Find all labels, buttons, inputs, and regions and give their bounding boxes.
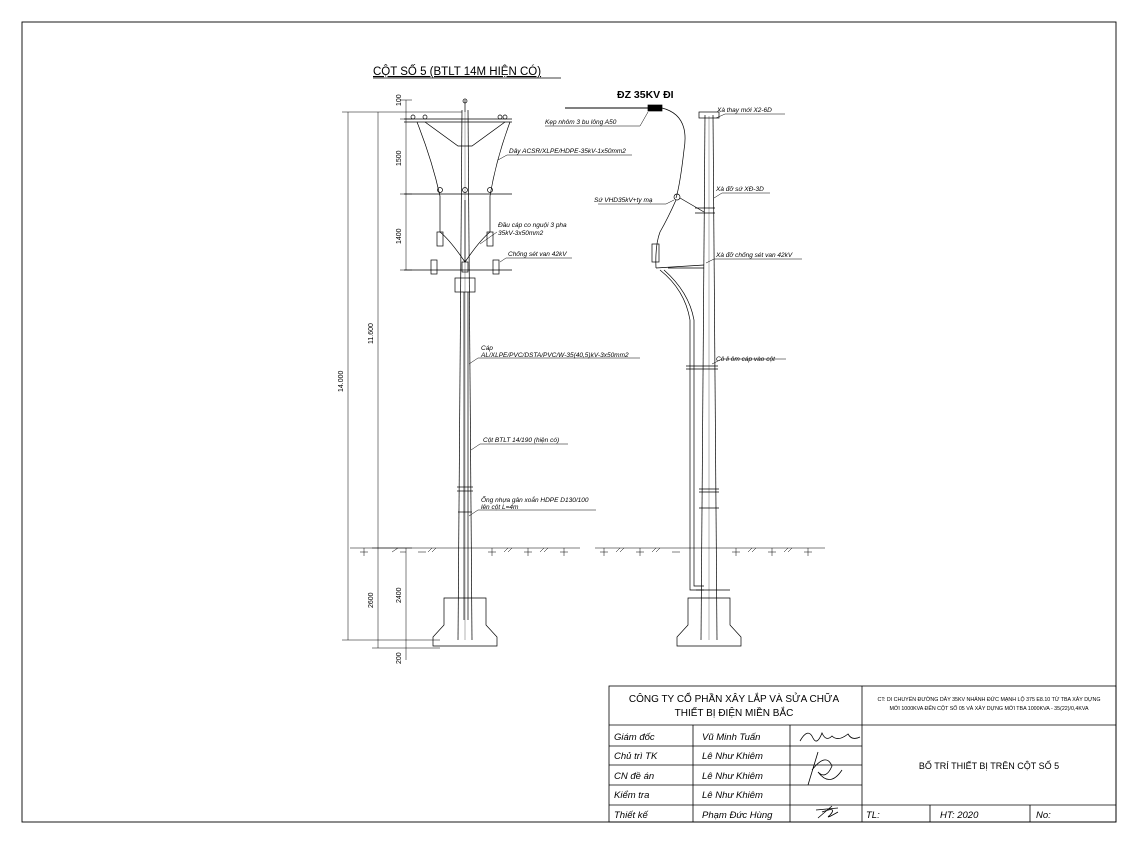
scale-label: TL:: [866, 810, 880, 821]
title-block: [608, 685, 1117, 823]
number-label: No:: [1036, 810, 1051, 821]
sheet-border: [21, 21, 1117, 823]
left-pole: [404, 98, 512, 647]
name-lead-designer: Lê Như Khiêm: [702, 751, 763, 762]
label-cable-clamp: Cô li ôm cáp vào cột: [716, 356, 776, 363]
role-designer: Thiết kế: [614, 810, 649, 821]
company-name-1: CÔNG TY CỔ PHẦN XÂY LẮP VÀ SỬA CHỮA: [629, 692, 840, 705]
label-clamp: Kẹp nhôm 3 bu lông A50: [545, 119, 617, 126]
role-director: Giám đốc: [614, 732, 655, 743]
role-project-manager: CN đề án: [614, 771, 654, 782]
line-label: ĐZ 35KV ĐI: [617, 89, 674, 101]
dead-end-clamp-icon: [647, 104, 663, 112]
left-leaders: [468, 154, 640, 517]
year-label: HT: 2020: [940, 810, 979, 821]
label-new-crossarm: Xà thay mới X2-6D: [716, 107, 772, 114]
name-designer: Phạm Đức Hùng: [702, 810, 773, 821]
dimension-lines: [342, 99, 462, 660]
label-arrester: Chống sét van 42kV: [508, 250, 567, 258]
ground-hatch: [360, 547, 812, 556]
dim-100: 100: [396, 94, 403, 106]
label-insulator-arm: Xà đỡ sứ XĐ-3D: [715, 186, 764, 193]
project-name-2: MỚI 1000KVA ĐẾN CỘT SỐ 05 VÀ XÂY DỰNG MỚ…: [889, 705, 1089, 712]
label-cable-head-1: Đầu cáp co nguội 3 pha: [498, 220, 567, 229]
right-pole: [565, 104, 742, 647]
label-conductor: Dây ACSR/XLPE/HDPE-35kV-1x50mm2: [509, 148, 626, 155]
right-leaders: [545, 111, 802, 365]
name-checker: Lê Như Khiêm: [702, 790, 763, 801]
label-cable-2: AL/XLPE/PVC/DSTA/PVC/W-35(40,5)kV-3x50mm…: [480, 352, 629, 359]
label-arrester-arm: Xà đỡ chống sét van 42kV: [715, 251, 793, 259]
dim-11600: 11.600: [368, 323, 375, 344]
signature-lead: [807, 751, 843, 786]
dim-2600: 2600: [368, 592, 375, 608]
label-pole: Cột BTLT 14/190 (hiện có): [483, 437, 559, 444]
label-insulator: Sứ VHD35kV+ty mạ: [594, 197, 653, 204]
dim-14000: 14.000: [338, 370, 345, 392]
label-pipe-2: lên cột L=4m: [481, 504, 519, 511]
label-cable-head-2: 35kV-3x50mm2: [498, 230, 544, 237]
role-lead-designer: Chủ trì TK: [614, 751, 658, 762]
dim-1400: 1400: [396, 228, 403, 244]
company-name-2: THIẾT BỊ ĐIỆN MIỀN BẮC: [675, 706, 794, 719]
project-name-1: CT: DI CHUYỂN ĐƯỜNG DÂY 35KV NHÁNH ĐỨC M…: [878, 696, 1101, 703]
drawing-title: BỐ TRÍ THIẾT BỊ TRÊN CỘT SỐ 5: [919, 760, 1059, 771]
dim-200: 200: [396, 652, 403, 664]
label-cable-1: Cáp: [481, 345, 493, 352]
label-pipe-1: Ống nhựa gân xoắn HDPE D130/100: [481, 495, 589, 504]
signature-designer: [815, 805, 839, 819]
drawing-heading: CỘT SỐ 5 (BTLT 14M HIỆN CÓ): [373, 64, 541, 78]
name-director: Vũ Minh Tuấn: [702, 732, 760, 743]
signature-director: [799, 731, 861, 742]
role-checker: Kiểm tra: [614, 790, 649, 801]
dim-1500: 1500: [396, 150, 403, 166]
dim-2400: 2400: [396, 587, 403, 603]
name-project-manager: Lê Như Khiêm: [702, 771, 763, 782]
